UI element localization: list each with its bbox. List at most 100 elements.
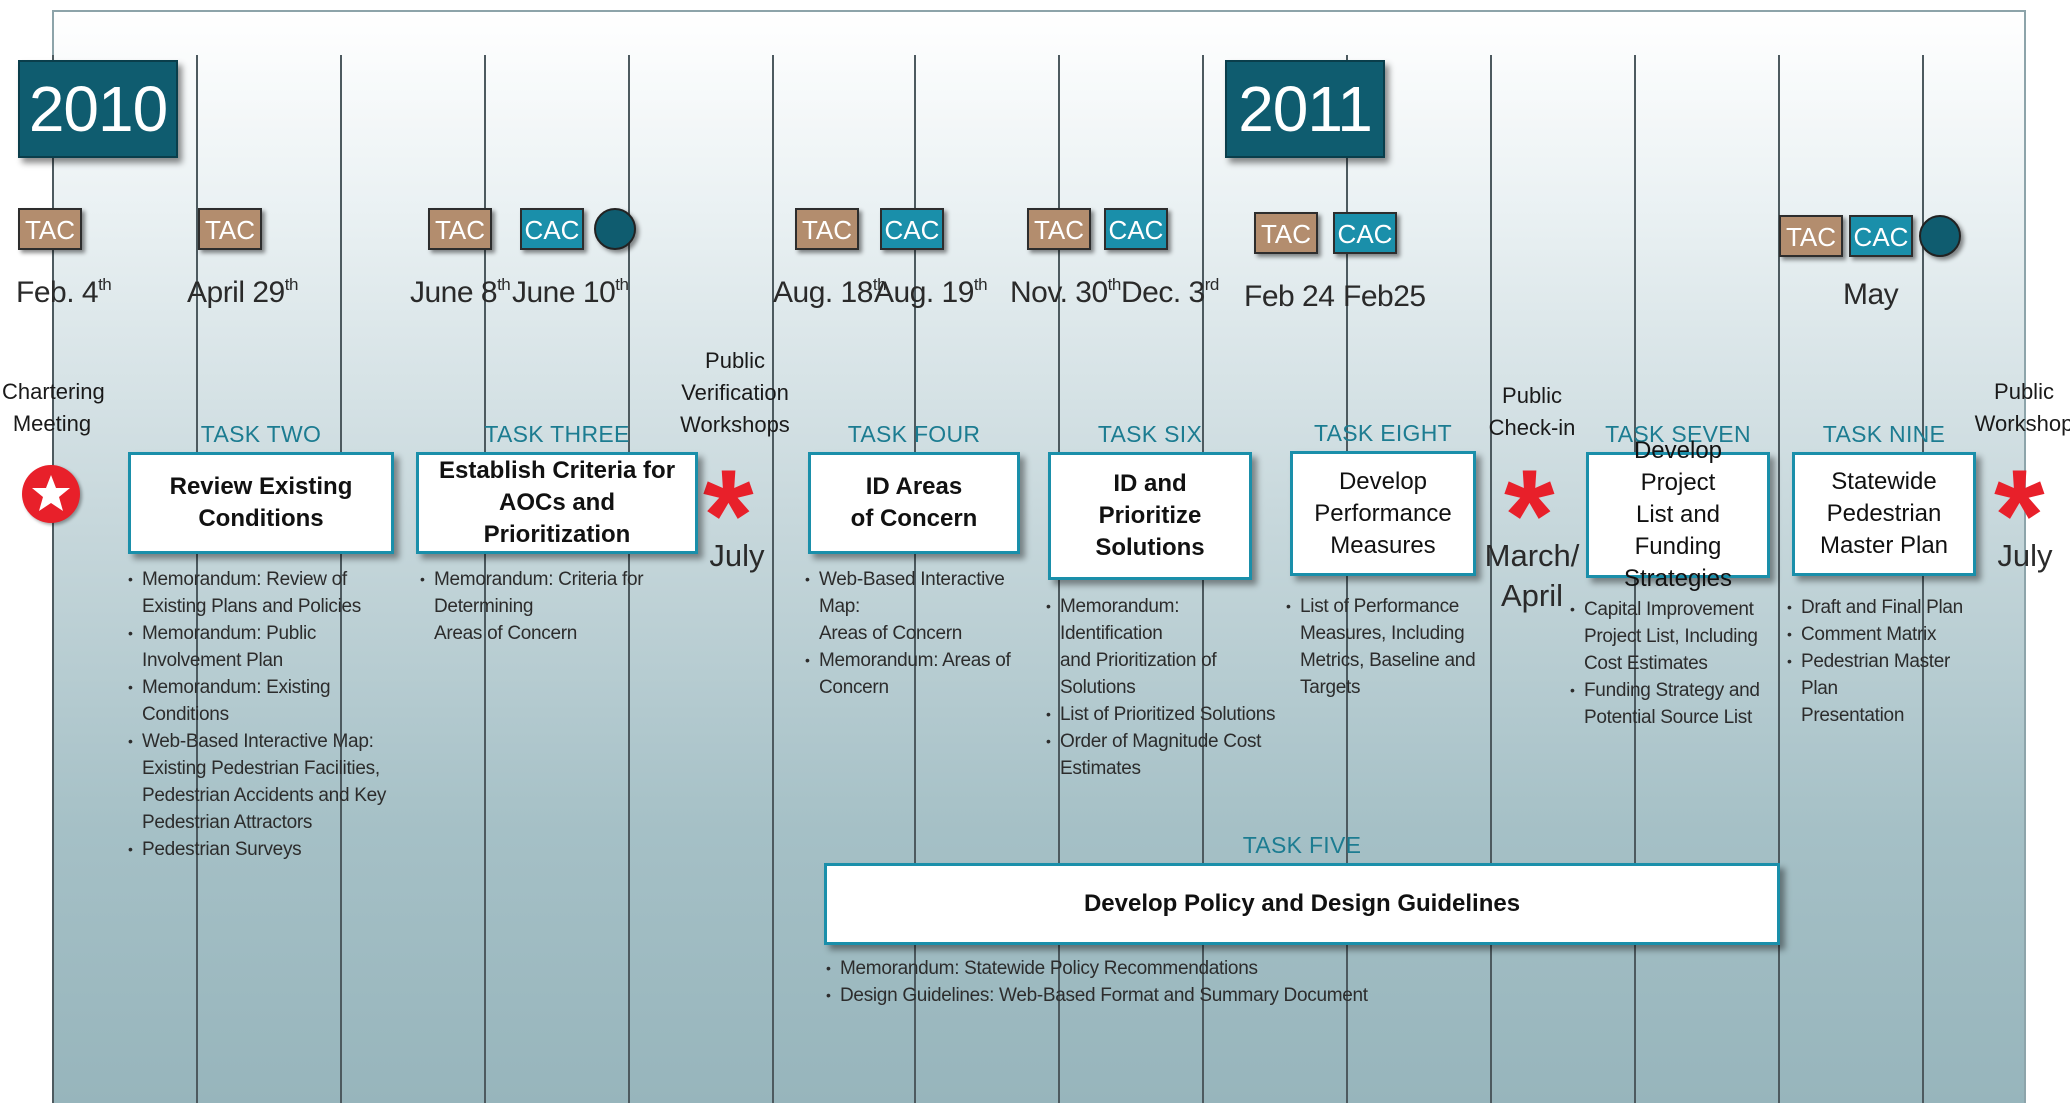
task-five-label: TASK FIVE xyxy=(1242,832,1362,858)
date-label: Nov. 30th xyxy=(1010,275,1121,309)
date-label: May xyxy=(1843,278,1899,311)
task-nine-deliverables: Draft and Final Plan Comment Matrix Pede… xyxy=(1787,594,1987,729)
circle-marker-icon xyxy=(1919,215,1961,257)
date-label: Feb 24 xyxy=(1244,280,1335,313)
timeline-gridline xyxy=(772,55,774,1103)
date-label: June 8th xyxy=(410,275,511,309)
task-four-label: TASK FOUR xyxy=(847,421,981,447)
task-five-box: Develop Policy and Design Guidelines xyxy=(824,863,1780,945)
deliverable-item: Web-Based Interactive Map:Areas of Conce… xyxy=(805,566,1035,647)
note-line: Workshops xyxy=(680,412,790,437)
asterisk-icon: * xyxy=(1994,442,2045,588)
date-label: Feb. 4th xyxy=(16,275,112,309)
tac-badge: TAC xyxy=(1779,215,1843,257)
task-four-deliverables: Web-Based Interactive Map:Areas of Conce… xyxy=(805,566,1035,701)
task-box-line: Performance xyxy=(1314,499,1452,527)
task-box-line: Review Existing xyxy=(169,473,353,500)
public-workshop-note: Public Workshop xyxy=(1974,376,2070,440)
date-label: Dec. 3rd xyxy=(1121,275,1219,309)
july-note: July xyxy=(1997,538,2053,573)
deliverable-item: Comment Matrix xyxy=(1787,621,1987,648)
note-line: Public xyxy=(1502,383,1562,408)
deliverable-item: Pedestrian Surveys xyxy=(128,836,408,863)
date-label: Aug. 19th xyxy=(874,275,988,309)
deliverable-item: List of Prioritized Solutions xyxy=(1046,701,1276,728)
deliverable-item: Memorandum: Criteria for DeterminingArea… xyxy=(420,566,720,647)
task-two-label: TASK TWO xyxy=(200,421,322,447)
task-box-line: Conditions xyxy=(198,505,324,532)
tac-badge: TAC xyxy=(18,208,82,250)
task-box-line: Prioritize xyxy=(1098,502,1202,529)
deliverable-item: Web-Based Interactive Map:Existing Pedes… xyxy=(128,728,408,836)
deliverable-item: Design Guidelines: Web-Based Format and … xyxy=(826,982,1426,1009)
task-box-line: Statewide xyxy=(1831,468,1937,495)
task-box-line: Pedestrian xyxy=(1826,500,1942,527)
timeline-gridline xyxy=(1346,55,1348,1103)
note-line: April xyxy=(1500,578,1563,613)
task-box-line: Strategies xyxy=(1623,565,1733,592)
tac-badge: TAC xyxy=(1254,212,1318,254)
cac-badge: CAC xyxy=(520,208,584,250)
tac-badge: TAC xyxy=(1027,208,1091,250)
task-three-label: TASK THREE xyxy=(484,421,630,447)
date-label: Aug. 18th xyxy=(773,275,887,309)
march-april-note: March/ April xyxy=(1480,536,1584,616)
timeline-gridline xyxy=(1634,55,1636,1103)
date-label: April 29th xyxy=(187,275,298,309)
note-line: Workshop xyxy=(1974,411,2070,436)
tac-badge: TAC xyxy=(795,208,859,250)
tac-badge: TAC xyxy=(428,208,492,250)
task-five-deliverables: Memorandum: Statewide Policy Recommendat… xyxy=(826,955,1426,1009)
timeline-gridline xyxy=(1778,55,1780,1103)
task-box-line: Master Plan xyxy=(1819,532,1949,559)
year-2010-label: 2010 xyxy=(18,60,178,158)
circle-marker-icon xyxy=(594,208,636,250)
tac-badge: TAC xyxy=(198,208,262,250)
note-line: Public xyxy=(1994,379,2054,404)
timeline-gridline xyxy=(1922,55,1924,1103)
task-box-line: Solutions xyxy=(1095,534,1205,561)
note-line: Check-in xyxy=(1488,415,1576,440)
task-eight-label: TASK EIGHT xyxy=(1313,420,1453,446)
public-verification-note: Public Verification Workshops xyxy=(675,345,795,441)
task-box-line: List and Funding xyxy=(1634,501,1722,560)
timeline-gridline xyxy=(52,55,54,1103)
star-icon xyxy=(22,465,80,523)
asterisk-icon: * xyxy=(703,442,754,588)
task-box-line: of Concern xyxy=(850,505,978,532)
task-nine-label: TASK NINE xyxy=(1822,421,1946,447)
task-box-line: AOCs and Prioritization xyxy=(483,489,631,548)
asterisk-icon: * xyxy=(1504,442,1555,588)
task-box-line: ID and xyxy=(1113,470,1187,497)
task-box-line: Develop xyxy=(1338,467,1428,495)
task-box-line: ID Areas xyxy=(865,473,963,500)
cac-badge: CAC xyxy=(1849,215,1913,257)
timeline-gridline xyxy=(1490,55,1492,1103)
cac-badge: CAC xyxy=(1104,208,1168,250)
task-box-line: Measures xyxy=(1330,531,1436,559)
task-seven-label: TASK SEVEN xyxy=(1605,421,1751,447)
note-line: Chartering xyxy=(2,379,105,404)
deliverable-item: Draft and Final Plan xyxy=(1787,594,1987,621)
date-label: June 10th xyxy=(512,275,629,309)
task-six-label: TASK SIX xyxy=(1097,421,1203,447)
task-three-deliverables: Memorandum: Criteria for DeterminingArea… xyxy=(420,566,720,647)
note-line: Public xyxy=(705,348,765,373)
cac-badge: CAC xyxy=(880,208,944,250)
cac-badge: CAC xyxy=(1333,212,1397,254)
